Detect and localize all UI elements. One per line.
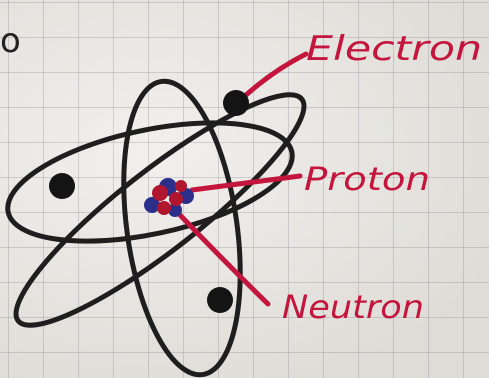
- neutron-particle: [168, 203, 182, 217]
- proton-particle: [175, 180, 187, 192]
- electron-particle: [49, 173, 75, 199]
- corner-mark: o: [0, 21, 21, 61]
- neutron-pointer-line: [177, 212, 271, 307]
- proton-label: Proton: [304, 160, 430, 198]
- electron-particle: [207, 287, 233, 313]
- nucleus: [144, 178, 194, 217]
- neutron-particle: [144, 197, 160, 213]
- electron-label: Electron: [306, 29, 482, 69]
- proton-pointer-line: [189, 173, 303, 193]
- orbit-horizontal: [5, 120, 295, 244]
- proton-particle: [152, 185, 168, 201]
- orbit-vertical: [121, 78, 243, 378]
- neutron-label: Neutron: [282, 288, 424, 326]
- orbit-diagonal: [13, 92, 307, 328]
- electron-particle: [223, 90, 249, 116]
- proton-particle: [157, 201, 171, 215]
- proton-particle: [169, 192, 183, 206]
